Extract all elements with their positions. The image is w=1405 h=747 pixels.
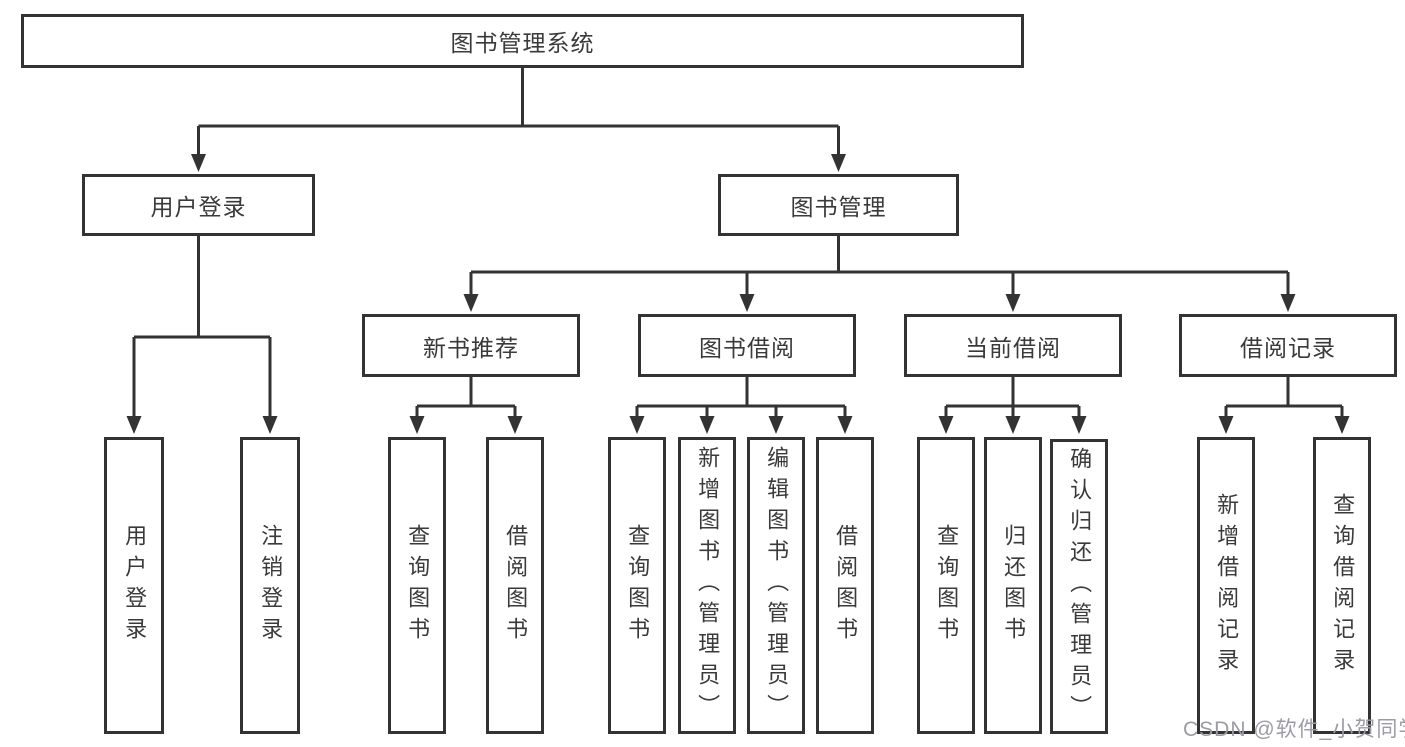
node-current-borrow: 当前借阅 (904, 314, 1122, 377)
leaf-query-books-recommend: 查询图书 (388, 437, 446, 734)
leaf-query-books-current: 查询图书 (917, 437, 975, 734)
node-book-management: 图书管理 (718, 174, 959, 236)
leaf-query-borrow-record: 查询借阅记录 (1313, 437, 1371, 734)
node-book-borrow: 图书借阅 (638, 314, 856, 377)
leaf-borrow-books-recommend: 借阅图书 (486, 437, 544, 734)
leaf-edit-book-admin: 编辑图书（管理员） (747, 437, 805, 734)
leaf-user-login: 用户登录 (104, 437, 164, 734)
leaf-add-borrow-record: 新增借阅记录 (1197, 437, 1255, 734)
leaf-borrow-books-borrow: 借阅图书 (816, 437, 874, 734)
leaf-logout: 注销登录 (240, 437, 300, 734)
csdn-watermark: CSDN @软件_小贺同学 (1183, 718, 1405, 741)
leaf-query-books-borrow: 查询图书 (608, 437, 666, 734)
node-borrow-records: 借阅记录 (1179, 314, 1397, 377)
node-root: 图书管理系统 (21, 14, 1024, 68)
arrowheads (126, 154, 1350, 434)
leaf-add-book-admin: 新增图书（管理员） (678, 437, 736, 734)
node-new-book-recommend: 新书推荐 (362, 314, 580, 377)
leaf-return-book: 归还图书 (984, 437, 1042, 734)
node-user-login: 用户登录 (82, 174, 315, 236)
leaf-confirm-return-admin: 确认归还（管理员） (1050, 439, 1108, 734)
